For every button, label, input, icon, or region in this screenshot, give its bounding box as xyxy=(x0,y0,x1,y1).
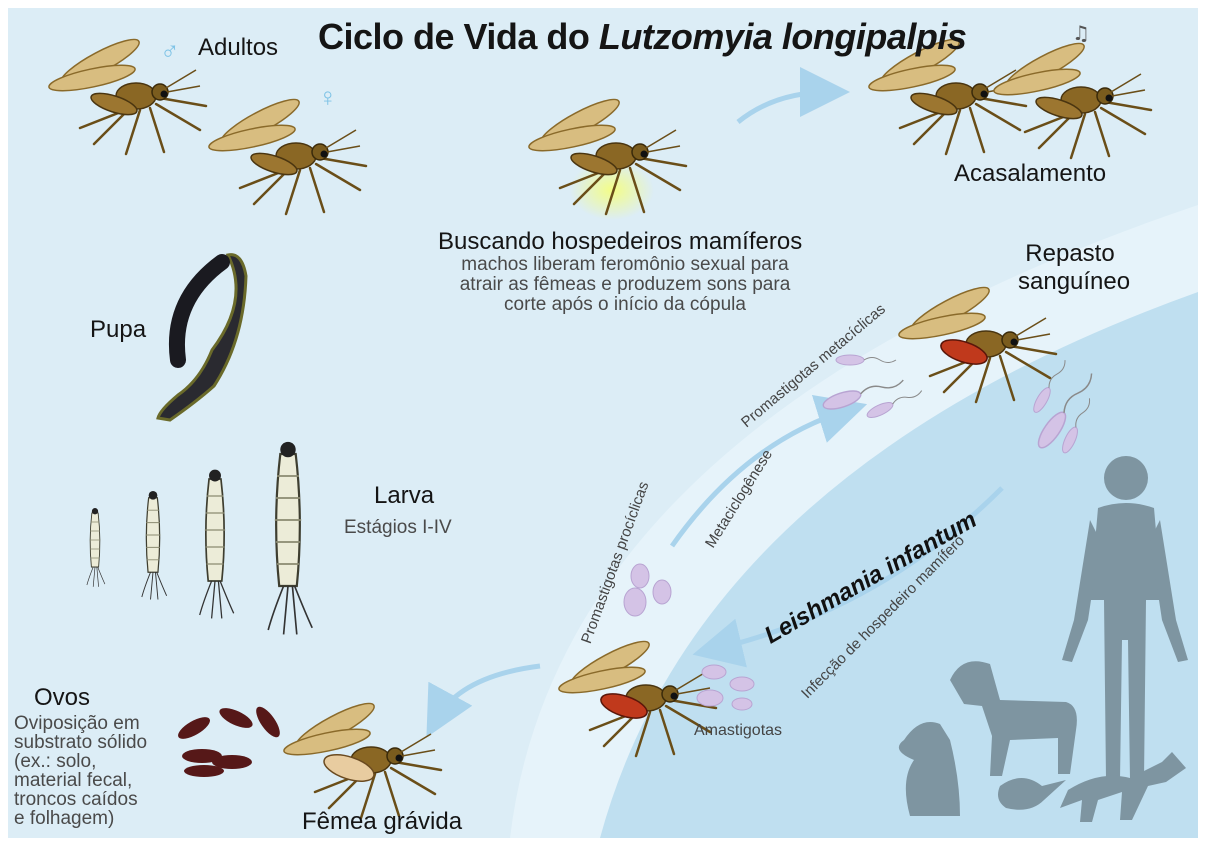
pupa-label: Pupa xyxy=(90,316,146,344)
gravid-female-label: Fêmea grávida xyxy=(302,808,462,836)
eggs-desc-line: (ex.: solo, xyxy=(14,752,147,771)
adults-label: Adultos xyxy=(198,34,278,62)
diagram-title: Ciclo de Vida do Lutzomyia longipalpis xyxy=(318,16,966,58)
host-seeking-line: machos liberam feromônio sexual para xyxy=(438,255,812,275)
male-symbol: ♂ xyxy=(160,36,180,67)
eggs-desc-line: e folhagem) xyxy=(14,809,147,828)
larva-stages-label: Estágios I-IV xyxy=(344,518,452,538)
eggs-desc-line: substrato sólido xyxy=(14,733,147,752)
blood-meal-line: Repasto xyxy=(1018,240,1122,268)
title-species: Lutzomyia longipalpis xyxy=(599,16,967,57)
host-seeking-line: corte após o início da cópula xyxy=(438,295,812,315)
svg-text:♫: ♫ xyxy=(1072,21,1090,45)
host-seeking-line: atrair as fêmeas e produzem sons para xyxy=(438,275,812,295)
blood-meal-label: Repasto sanguíneo xyxy=(1018,240,1122,296)
blood-meal-line: sanguíneo xyxy=(1018,268,1122,296)
eggs-label: Ovos xyxy=(34,684,90,712)
eggs-desc-line: troncos caídos xyxy=(14,790,147,809)
amastigotes-label: Amastigotas xyxy=(694,722,782,740)
mating-label: Acasalamento xyxy=(954,160,1106,188)
host-seeking-description: machos liberam feromônio sexual para atr… xyxy=(438,255,812,315)
eggs-description: Oviposição em substrato sólido (ex.: sol… xyxy=(14,714,147,828)
eggs-desc-line: Oviposição em xyxy=(14,714,147,733)
host-seeking-title: Buscando hospedeiros mamíferos xyxy=(438,228,802,256)
female-symbol: ♀ xyxy=(318,82,338,113)
eggs-desc-line: material fecal, xyxy=(14,771,147,790)
title-main: Ciclo de Vida do xyxy=(318,16,599,57)
larva-label: Larva xyxy=(374,482,434,510)
